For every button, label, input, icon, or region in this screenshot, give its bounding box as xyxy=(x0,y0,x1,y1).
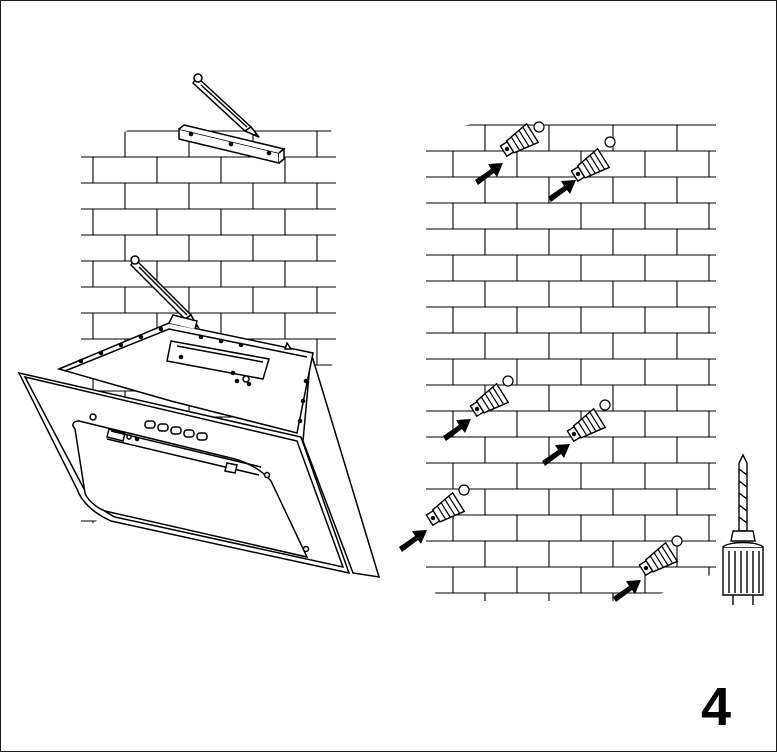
arrow-icon xyxy=(399,530,427,552)
arrow-icon xyxy=(548,180,576,202)
pencil-icon xyxy=(192,73,260,138)
wall-plug-icon xyxy=(568,148,610,187)
arrow-icon xyxy=(475,163,503,185)
wall-plug-icon xyxy=(497,123,539,162)
wall-plugs xyxy=(399,121,683,602)
arrow-icon xyxy=(443,419,471,441)
pencil-icon xyxy=(130,255,201,329)
wall-plug-icon xyxy=(423,492,465,531)
arrow-icon xyxy=(613,580,641,602)
cooker-hood xyxy=(17,314,381,578)
drill-bit-icon xyxy=(722,453,764,605)
wall-plug-icon xyxy=(467,383,509,422)
wall-bracket xyxy=(178,124,286,164)
right-brick-wall xyxy=(426,124,716,601)
step-number: 4 xyxy=(700,677,732,737)
wall-plug-icon xyxy=(564,408,606,447)
wall-plug-icon xyxy=(636,542,678,581)
